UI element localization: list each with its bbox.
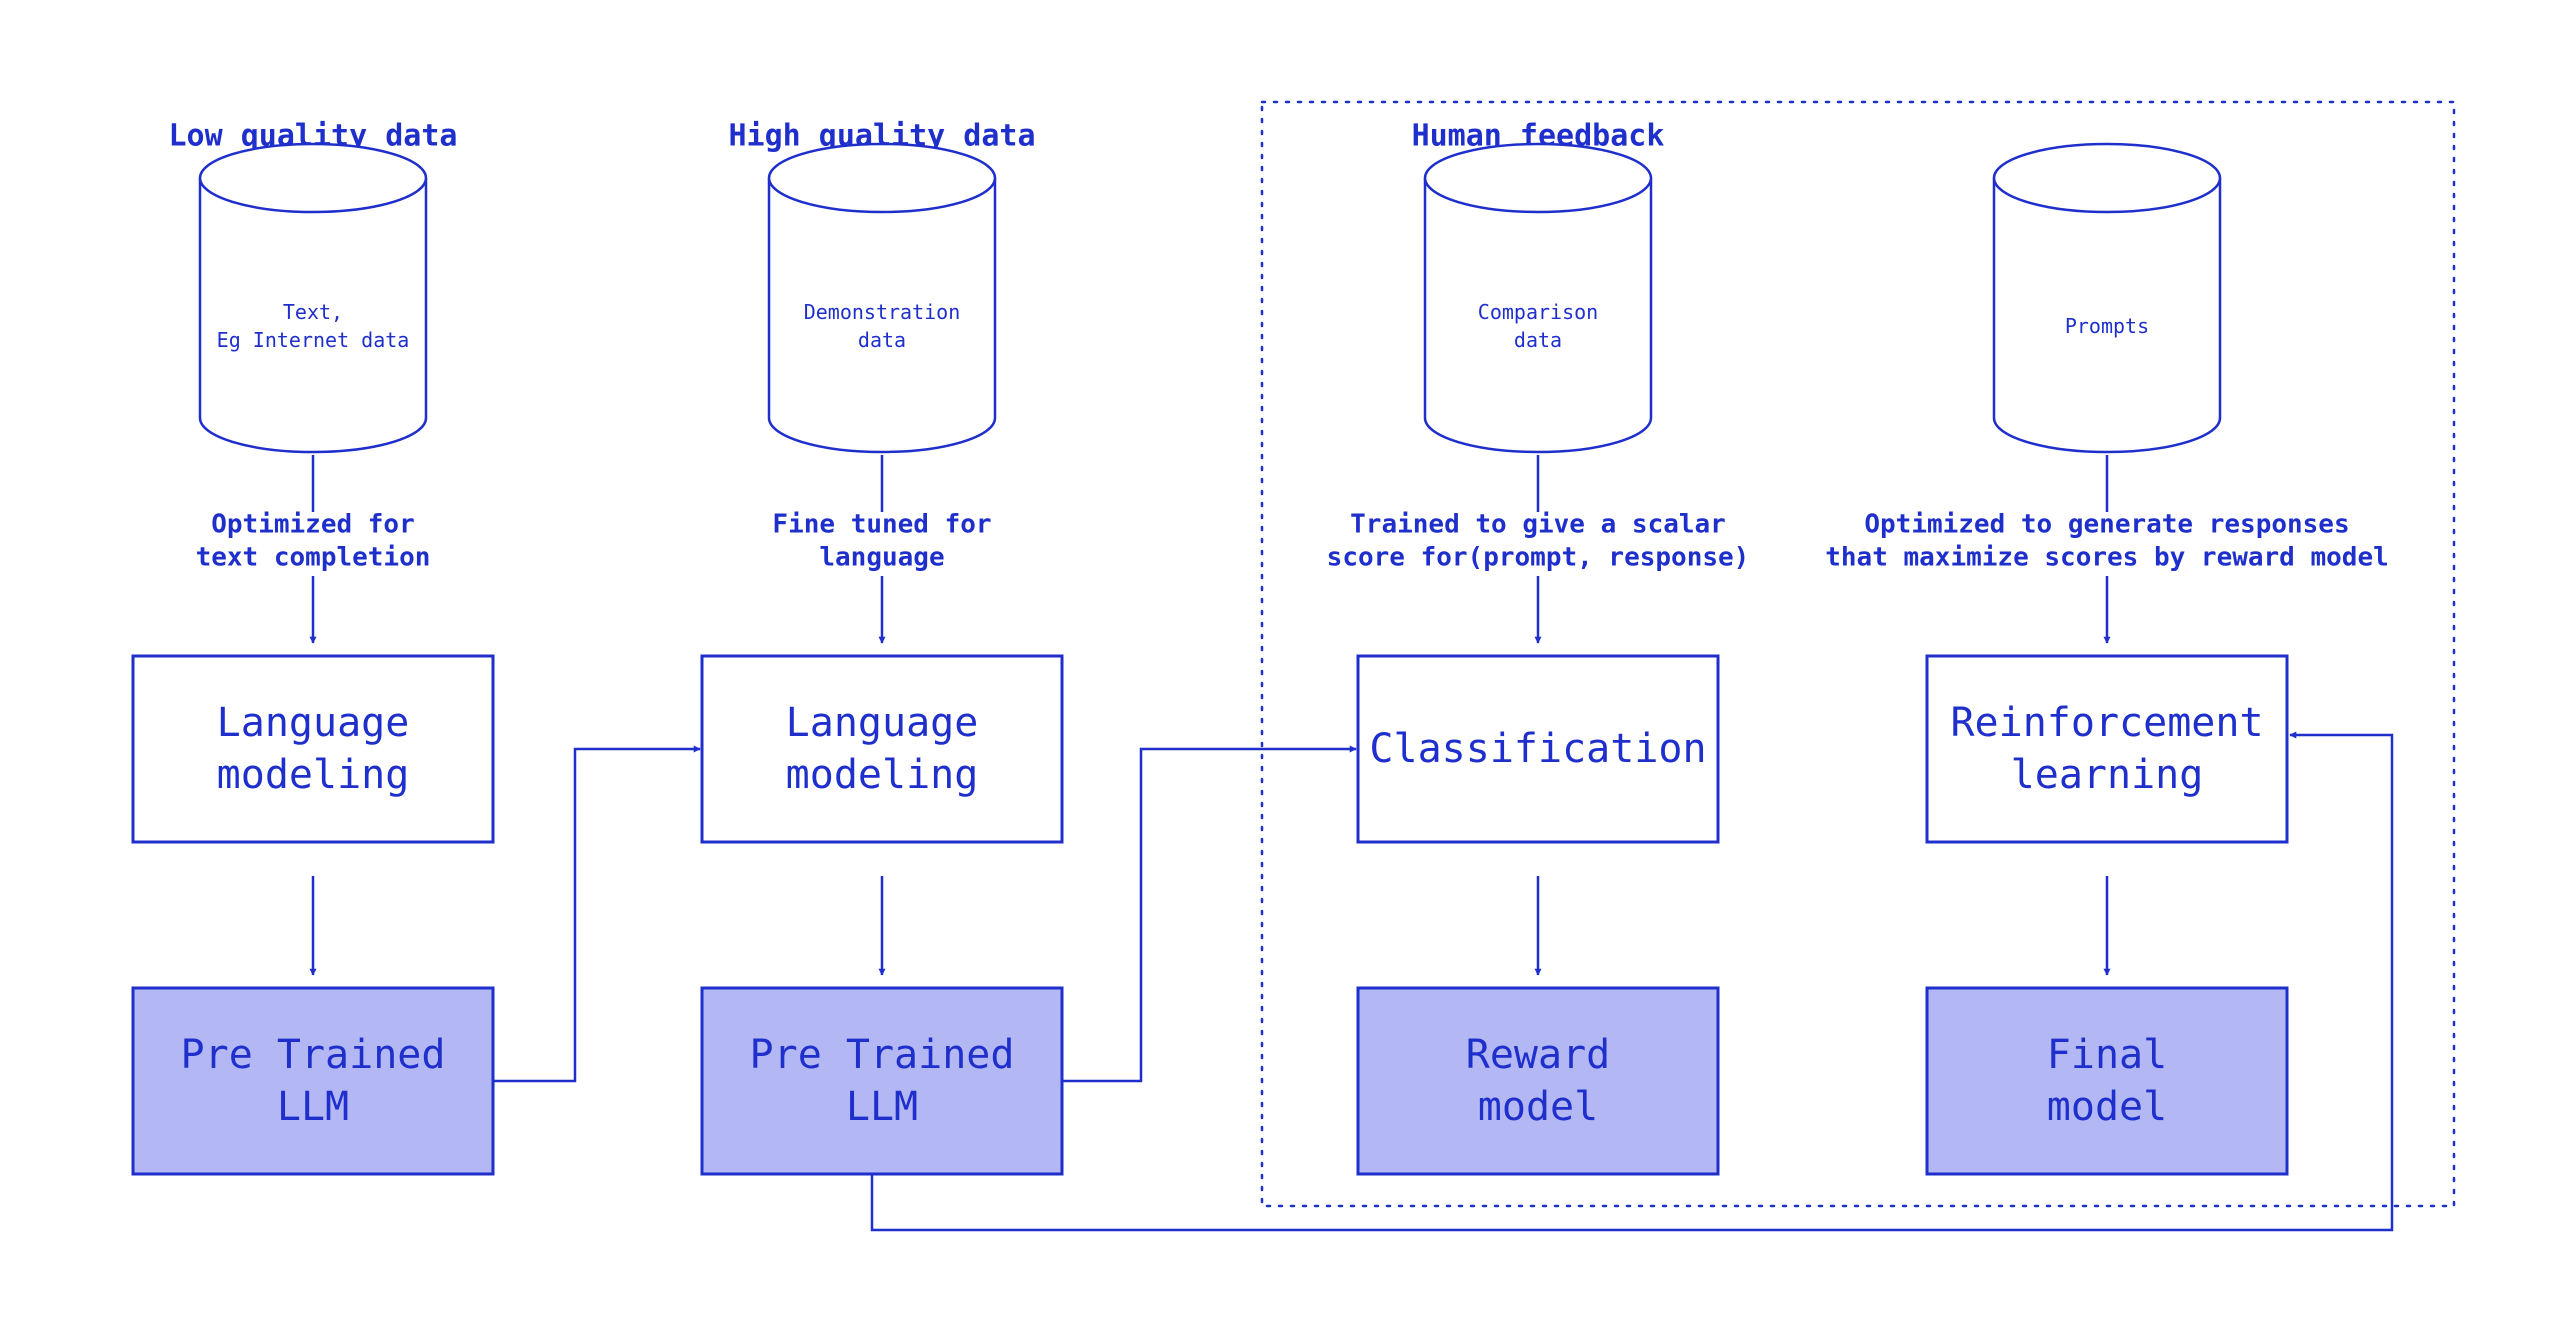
process-label-line-1: Reinforcement — [1950, 700, 2263, 746]
model-label-line-1: Pre Trained — [181, 1032, 446, 1078]
dataset-cylinder: Demonstration data — [767, 142, 997, 454]
model-label-line-1: Final — [2047, 1032, 2167, 1078]
model-output-box — [1356, 986, 1720, 1176]
dataset-label-line-1: Comparison — [1478, 300, 1598, 324]
edge-label-line-1: Optimized to generate responses — [1864, 510, 2349, 540]
process-box — [1925, 654, 2289, 844]
process-box — [131, 654, 495, 844]
cylinder-top — [198, 142, 428, 214]
process-label-line-2: learning — [2011, 752, 2204, 798]
edge-label-line-2: text completion — [196, 543, 431, 573]
connector-llm2-to-classification — [1062, 745, 1357, 1083]
model-output-box — [700, 986, 1064, 1176]
connector-llm2-to-reinforcement — [870, 731, 2394, 1232]
dataset-cylinder: Text, Eg Internet data — [198, 142, 428, 454]
process-box — [700, 654, 1064, 844]
process-label-line-2: modeling — [217, 752, 410, 798]
dataset-label-line-2: data — [858, 328, 906, 352]
dataset-label-line-1: Text, — [283, 300, 343, 324]
model-label-line-2: LLM — [277, 1084, 349, 1130]
cylinder-top — [767, 142, 997, 214]
model-output-box — [1925, 986, 2289, 1176]
human-feedback-region — [1260, 100, 2456, 1208]
dataset-cylinder: Comparison data — [1423, 142, 1653, 454]
model-label-line-2: model — [1478, 1084, 1598, 1130]
edge-label-line-2: that maximize scores by reward model — [1825, 543, 2389, 573]
process-label-line-1: Language — [217, 700, 410, 746]
process-label-line-1: Classification — [1369, 726, 1706, 772]
edge-label-line-2: language — [819, 543, 944, 573]
model-label-line-1: Reward — [1466, 1032, 1611, 1078]
process-box — [1356, 654, 1720, 844]
process-label-line-1: Language — [786, 700, 979, 746]
dataset-label-line-2: Eg Internet data — [217, 328, 410, 352]
dataset-label-line-1: Demonstration — [804, 300, 961, 324]
edge-label-line-2: score for(prompt, response) — [1327, 543, 1750, 573]
edge-label-line-1: Trained to give a scalar — [1350, 510, 1726, 540]
cylinder-body — [1423, 178, 1653, 454]
dataset-label-line-1: Prompts — [2065, 314, 2149, 338]
dataset-label-line-2: data — [1514, 328, 1562, 352]
model-label-line-2: model — [2047, 1084, 2167, 1130]
cylinder-top — [1423, 142, 1653, 214]
process-label-line-2: modeling — [786, 752, 979, 798]
cylinder-body — [767, 178, 997, 454]
model-output-box — [131, 986, 495, 1176]
cylinder-body — [198, 178, 428, 454]
connector-llm1-to-lm2 — [493, 745, 701, 1083]
cylinder-top — [1992, 142, 2222, 214]
dataset-cylinder: Prompts — [1992, 142, 2222, 454]
cylinder-body — [1992, 178, 2222, 454]
model-label-line-1: Pre Trained — [750, 1032, 1015, 1078]
edge-label-line-1: Optimized for — [211, 510, 415, 540]
connections — [493, 100, 2456, 1232]
edge-label-line-1: Fine tuned for — [772, 510, 991, 540]
model-label-line-2: LLM — [846, 1084, 918, 1130]
